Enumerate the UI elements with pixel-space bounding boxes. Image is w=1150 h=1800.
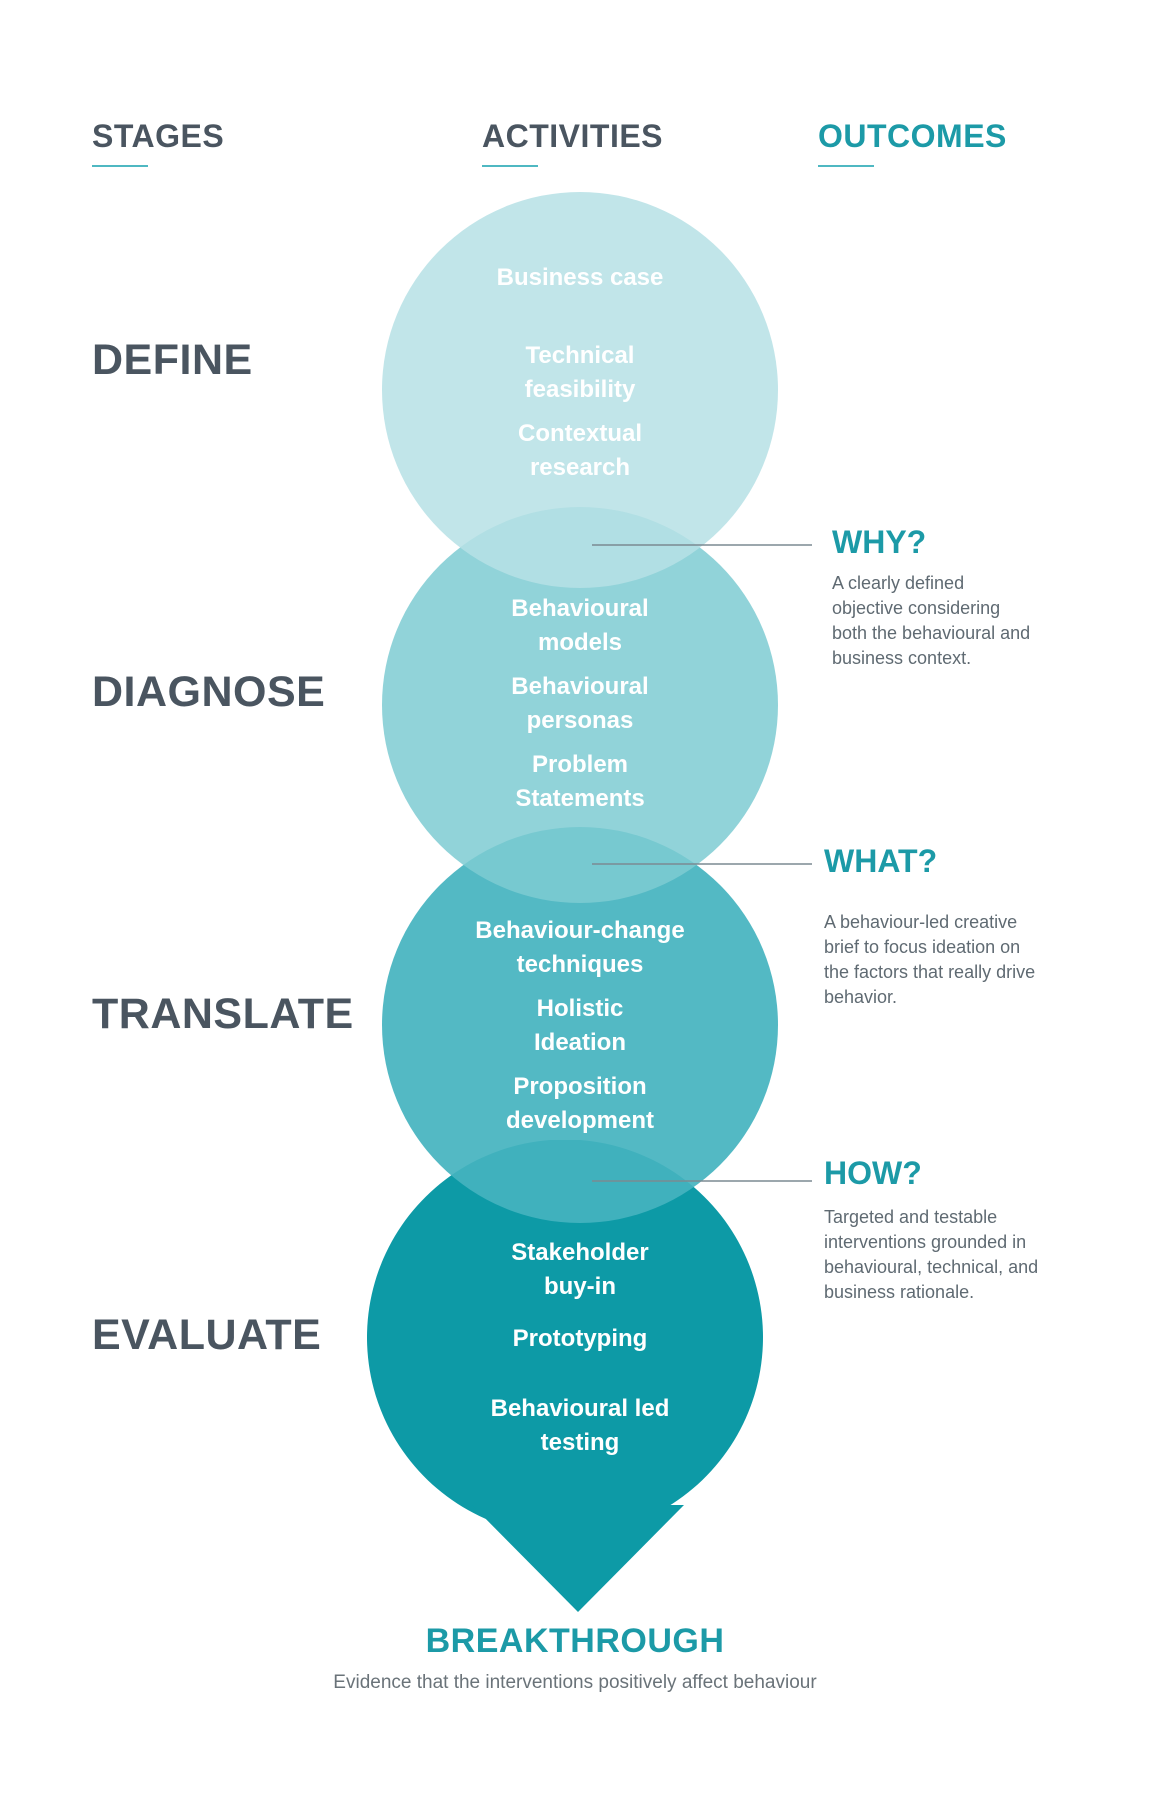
outcomes-header-rule [818,165,874,167]
stages-header-rule [92,165,148,167]
outcomes-header: OUTCOMES [818,118,1007,154]
stages-header: STAGES [92,118,225,154]
stage-define: DEFINE [92,336,253,384]
outcome-what-description: A behaviour-led creative brief to focus … [824,912,1036,1007]
diagnose-circle [382,507,778,903]
activity-prototyping: Prototyping [512,1325,648,1352]
outcome-why-title: WHY? [832,524,927,560]
activity-stakeholder-buy-in: Stakeholder buy-in [511,1239,649,1300]
stage-evaluate: EVALUATE [92,1311,322,1359]
outcome-what-title: WHAT? [824,843,938,879]
activity-business-case: Business case [496,264,664,291]
define-circle [382,192,778,588]
breakthrough-title: BREAKTHROUGH [425,1622,725,1660]
activity-behavioural-personas: Behavioural personas [511,673,649,734]
activity-behaviour-change-techniques: Behaviour-change techniques [475,917,685,978]
translate-circle [382,827,778,1223]
outcome-how-title: HOW? [824,1155,922,1191]
activity-problem-statements: Problem Statements [515,751,645,812]
stage-translate: TRANSLATE [92,990,354,1038]
breakthrough-description: Evidence that the interventions positive… [333,1672,817,1693]
activity-behavioural-models: Behavioural models [511,595,649,656]
activity-technical-feasibility: Technical feasibility [524,342,636,403]
activity-contextual-research: Contextual research [517,420,642,481]
evaluate-pointer [472,1505,684,1612]
activities-header: ACTIVITIES [482,118,664,154]
activity-behavioural-led-testing: Behavioural led testing [490,1395,670,1456]
activity-holistic-ideation: Holistic Ideation [533,995,626,1056]
outcome-why-description: A clearly defined objective considering … [832,573,1031,668]
activities-header-rule [482,165,538,167]
outcome-how-description: Targeted and testable interventions grou… [824,1207,1039,1302]
activity-proposition-development: Proposition development [505,1073,655,1134]
evaluate-circle [366,1140,763,1536]
stage-diagnose: DIAGNOSE [92,668,326,716]
